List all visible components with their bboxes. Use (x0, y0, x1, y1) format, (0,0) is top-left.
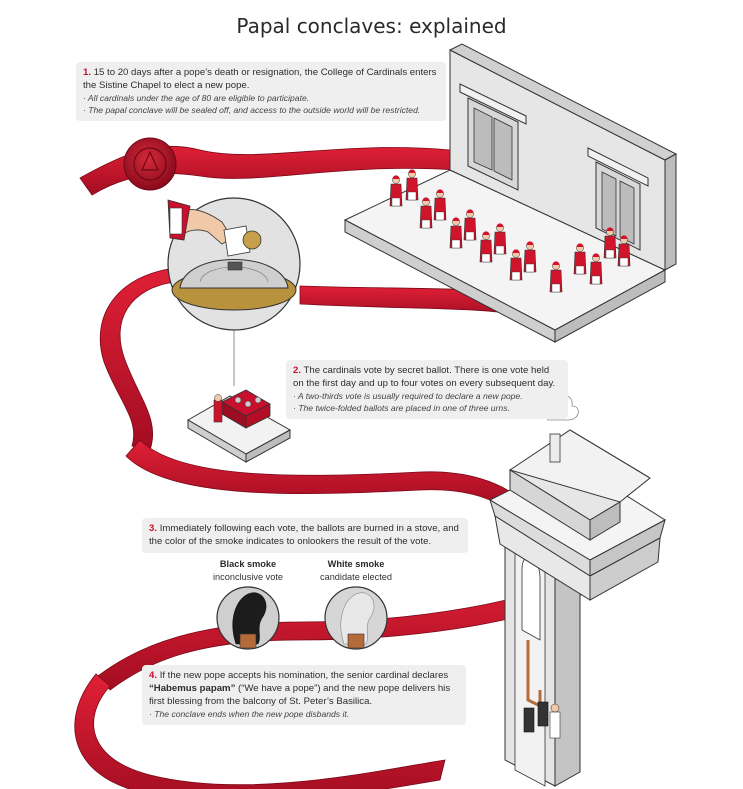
cardinal-figure (573, 243, 587, 275)
step-note: · All cardinals under the age of 80 are … (83, 93, 310, 103)
cardinal-figure (617, 235, 631, 267)
cardinal-figure (449, 217, 463, 249)
ballot-urn-illustration (167, 197, 301, 386)
step-text: (“We have a pope”) and the new pope deli… (149, 683, 451, 707)
step-2-box: 2. The cardinals vote by secret ballot. … (286, 360, 568, 419)
cardinal-figure (603, 227, 617, 259)
step-1-box: 1. 15 to 20 days after a pope’s death or… (76, 62, 446, 121)
cardinals-procession (389, 169, 631, 293)
cardinal-figure (405, 169, 419, 201)
step-3-box: 3. Immediately following each vote, the … (142, 518, 468, 553)
step-number: 3. (149, 523, 158, 534)
cardinal-figure (589, 253, 603, 285)
step-text: Immediately following each vote, the bal… (149, 523, 459, 547)
step-text: The cardinals vote by secret ballot. The… (293, 365, 556, 389)
black-smoke-heading: Black smoke (219, 559, 277, 569)
white-smoke-illustration (324, 586, 388, 650)
cardinal-figure (419, 197, 433, 229)
white-smoke-heading: White smoke (327, 559, 385, 569)
urn-table-illustration (187, 389, 292, 463)
black-smoke-illustration (216, 586, 280, 650)
white-smoke-caption: candidate elected (319, 572, 393, 582)
habemus-papam-text: “Habemus papam” (149, 683, 236, 694)
step-note: · The conclave ends when the new pope di… (149, 709, 350, 719)
step-number: 4. (149, 670, 158, 681)
step-note: · The twice-folded ballots are placed in… (293, 403, 510, 413)
page-title: Papal conclaves: explained (236, 14, 507, 38)
black-smoke-label: Black smoke inconclusive vote (198, 558, 298, 584)
step-note: · The papal conclave will be sealed off,… (83, 105, 421, 115)
step-number: 2. (293, 365, 302, 376)
cardinal-figure (433, 189, 447, 221)
step-note: · A two-thirds vote is usually required … (293, 391, 523, 401)
step-number: 1. (83, 67, 92, 78)
step-text: 15 to 20 days after a pope’s death or re… (83, 67, 437, 91)
cardinal-figure (523, 241, 537, 273)
cardinal-figure (493, 223, 507, 255)
cardinal-figure (463, 209, 477, 241)
step-text: If the new pope accepts his nomination, … (159, 670, 449, 681)
white-smoke-label: White smoke candidate elected (306, 558, 406, 584)
cardinal-figure (509, 249, 523, 281)
black-smoke-caption: inconclusive vote (213, 572, 283, 582)
wax-seal-icon (123, 137, 177, 191)
step-4-box: 4. If the new pope accepts his nominatio… (142, 665, 466, 725)
st-peters-balcony-illustration (488, 395, 666, 787)
cardinal-figure (479, 231, 493, 263)
cardinal-figure (549, 261, 563, 293)
cardinal-figure (389, 175, 403, 207)
